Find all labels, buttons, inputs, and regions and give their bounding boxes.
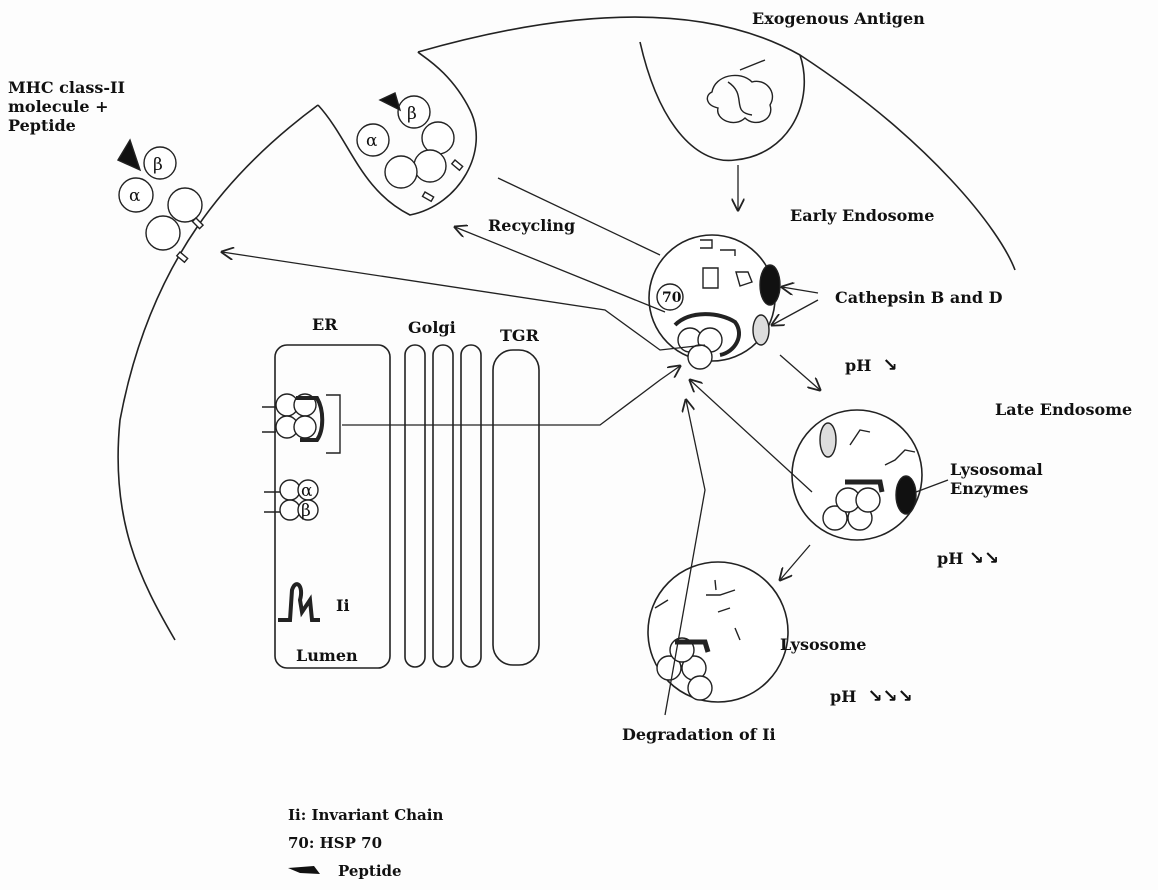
- ph-arrow-late: ↘↘: [969, 548, 999, 569]
- ph-label-early: pH ↘: [845, 355, 898, 377]
- lysosomal-line-1: Lysosomal: [950, 460, 1043, 479]
- late-endosome-label: Late Endosome: [995, 400, 1132, 419]
- exogenous-antigen-shape: [707, 60, 772, 123]
- legend-hsp: 70: HSP 70: [288, 834, 382, 852]
- mhc-label-line-3: Peptide: [8, 116, 125, 135]
- ph-arrow-lysosome: ↘↘↘: [867, 686, 912, 707]
- lysosomal-enzymes-label: Lysosomal Enzymes: [950, 460, 1043, 498]
- early-endosome-label: Early Endosome: [790, 206, 934, 225]
- arrow-er-to-endosome: [342, 366, 680, 425]
- alpha-label-pocket: α: [366, 131, 378, 151]
- er-label: ER: [312, 315, 338, 334]
- lumen-label: Lumen: [296, 646, 358, 665]
- arrow-cathepsin-2: [772, 300, 818, 325]
- alpha-label-er: α: [301, 481, 313, 501]
- ii-label: Ii: [336, 596, 350, 615]
- golgi-label: Golgi: [408, 318, 456, 337]
- peptide-legend-glyph: [288, 866, 320, 874]
- arrow-cathepsin-1: [782, 287, 818, 293]
- ph-text: pH: [830, 687, 856, 706]
- mhc-label-line-1: MHC class-II: [8, 78, 125, 97]
- arrow-recycling: [455, 227, 665, 312]
- tgr-label: TGR: [500, 326, 539, 345]
- ph-text: pH: [845, 356, 871, 375]
- alpha-label-surface: α: [129, 186, 141, 206]
- arrow-to-surface: [222, 252, 705, 350]
- beta-label-pocket: β: [407, 104, 417, 124]
- mhc-label: MHC class-II molecule + Peptide: [8, 78, 125, 136]
- ph-label-late: pH ↘↘: [937, 548, 999, 570]
- antigen-pocket: [640, 42, 804, 160]
- ph-arrow-early: ↘: [882, 355, 897, 376]
- mhc-label-line-2: molecule +: [8, 97, 125, 116]
- beta-label-surface: β: [153, 155, 163, 175]
- lysosomal-line-2: Enzymes: [950, 479, 1043, 498]
- arrow-early-to-late: [780, 355, 820, 390]
- arrow-late-to-junction: [690, 380, 812, 492]
- beta-label-er: β: [301, 501, 311, 521]
- legend-peptide: Peptide: [338, 862, 402, 880]
- golgi-stacks: [405, 345, 481, 667]
- cell-membrane: [118, 17, 1015, 640]
- recycling-label: Recycling: [488, 216, 575, 235]
- arrow-late-to-lysosome: [780, 545, 810, 580]
- cathepsin-label: Cathepsin B and D: [835, 288, 1003, 307]
- ph-text: pH: [937, 549, 963, 568]
- degradation-label: Degradation of Ii: [622, 725, 776, 744]
- tgr-compartment: [493, 350, 539, 665]
- lysosome-label: Lysosome: [780, 635, 866, 654]
- lysosome-vesicle: [648, 562, 788, 702]
- exogenous-antigen-label: Exogenous Antigen: [752, 9, 925, 28]
- ph-label-lysosome: pH ↘↘↘: [830, 686, 913, 708]
- hsp70-label: 70: [662, 290, 682, 306]
- legend-ii: Ii: Invariant Chain: [288, 806, 443, 824]
